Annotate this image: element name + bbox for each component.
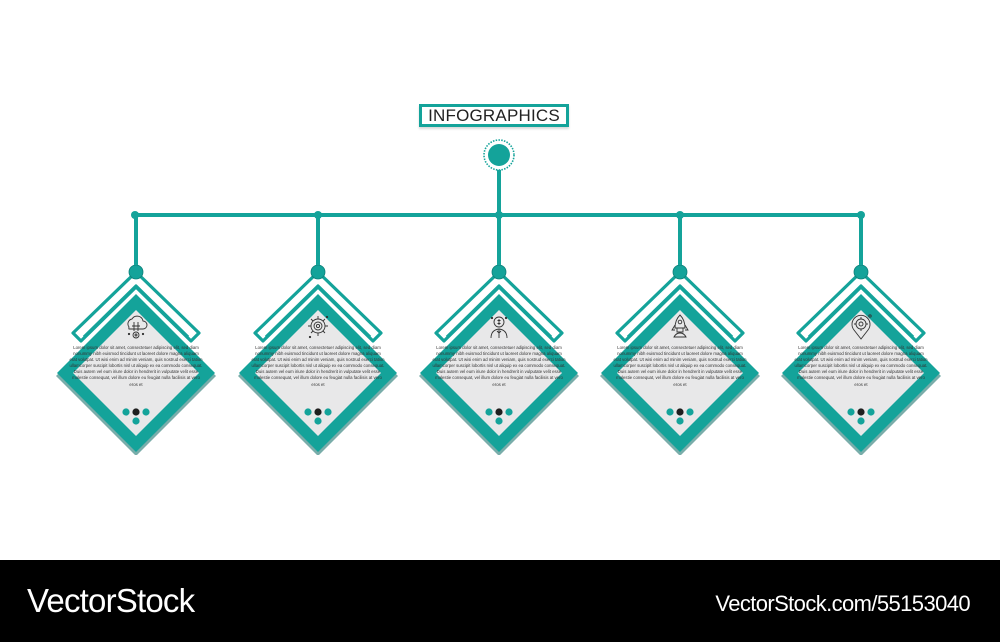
brand-logo: VectorStock [27, 582, 195, 619]
card-text: Lorem ipsum dolor sit amet, consectetuer… [613, 345, 747, 387]
info-card-1: Lorem ipsum dolor sit amet, consectetuer… [51, 265, 221, 455]
card-text: Lorem ipsum dolor sit amet, consectetuer… [432, 345, 566, 387]
businessman-dollar-icon [484, 313, 514, 341]
info-card-2: Lorem ipsum dolor sit amet, consectetuer… [233, 265, 403, 455]
info-card-5: Lorem ipsum dolor sit amet, consectetuer… [776, 265, 946, 455]
info-card-4: Lorem ipsum dolor sit amet, consectetuer… [595, 265, 765, 455]
rocket-icon [665, 313, 695, 341]
location-gear-icon [846, 313, 876, 341]
card-text: Lorem ipsum dolor sit amet, consectetuer… [69, 345, 203, 387]
footer-bar: VectorStock VectorStock.com/55153040 [0, 560, 1000, 642]
gear-icon [303, 313, 333, 341]
title-box: INFOGRAPHICS [419, 104, 569, 127]
info-card-3: Lorem ipsum dolor sit amet, consectetuer… [414, 265, 584, 455]
cloud-gear-icon [121, 313, 151, 341]
infographic-canvas: INFOGRAPHICS Lorem ipsum dolor sit amet,… [51, 104, 946, 455]
card-text: Lorem ipsum dolor sit amet, consectetuer… [251, 345, 385, 387]
card-text: Lorem ipsum dolor sit amet, consectetuer… [794, 345, 928, 387]
connector-lines [131, 139, 865, 272]
image-url: VectorStock.com/55153040 [715, 591, 970, 616]
hub-node [483, 139, 515, 171]
page-title: INFOGRAPHICS [428, 105, 560, 125]
